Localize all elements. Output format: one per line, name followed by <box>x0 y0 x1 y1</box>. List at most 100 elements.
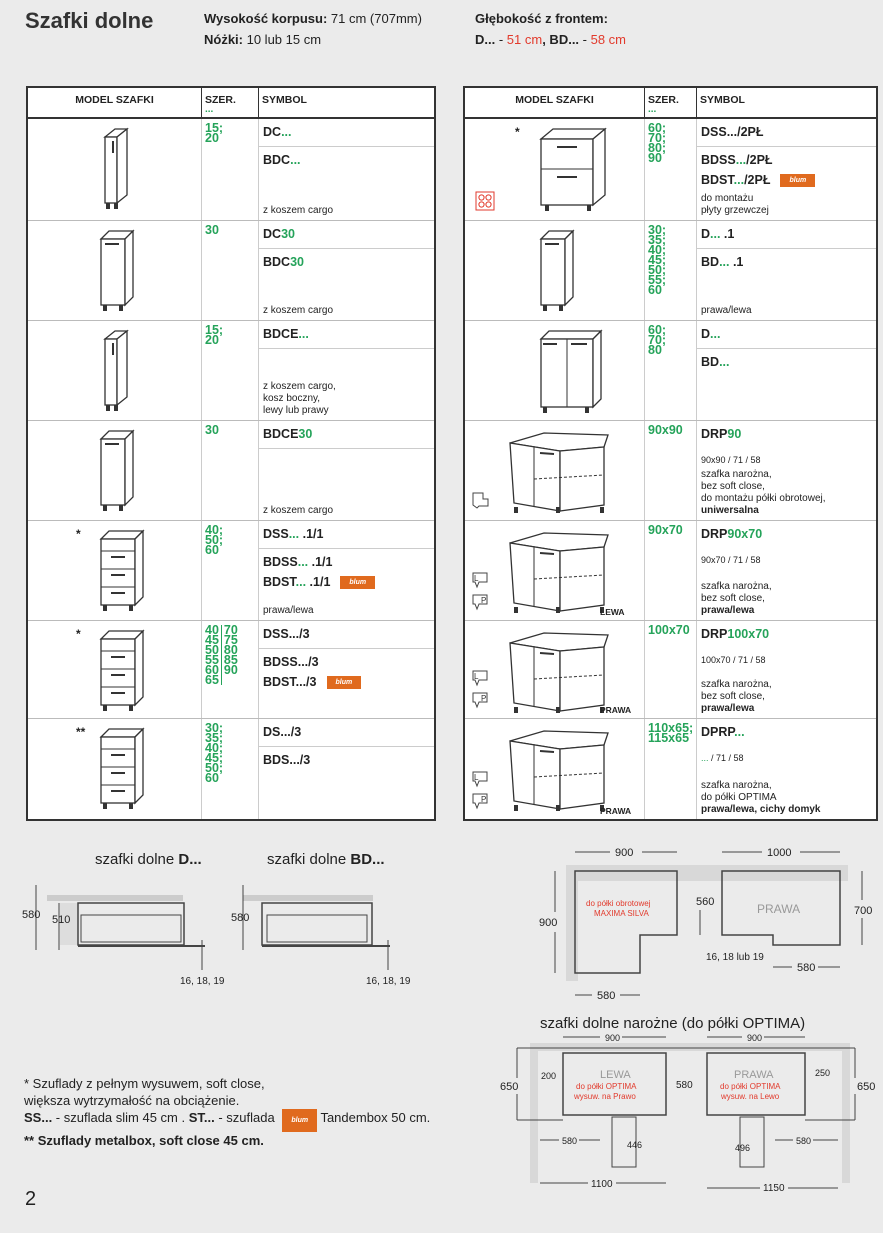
depth-d: D... <box>475 32 496 47</box>
cabinet-drawing-door <box>97 427 137 522</box>
orientation-label: LEWA <box>600 607 625 617</box>
symbol-part: BDSS.../3 <box>263 655 319 669</box>
footnote-line: SS... - szuflada slim 45 cm . ST... - sz… <box>24 1109 430 1132</box>
note-line: szafka narożna, <box>701 469 772 480</box>
depth-d-value: 51 cm <box>506 32 543 47</box>
cabinet-note: z koszem cargo,kosz boczny,lewy lub praw… <box>259 381 434 420</box>
legs-value: 10 lub 15 cm <box>243 32 322 47</box>
symbol-part: 90x70 <box>727 527 763 541</box>
dim-label: 900 <box>615 847 633 859</box>
depth-bd: , BD... <box>542 32 580 47</box>
width-value: 90x90 <box>648 423 683 437</box>
width-values: 90x70 <box>648 524 683 537</box>
column-divider <box>696 521 697 620</box>
cabinet-drawing-corner <box>504 427 614 522</box>
width-value: 15; <box>205 323 224 337</box>
dim-label: 580 <box>797 962 815 974</box>
symbol-part: ... <box>290 153 301 167</box>
width-value: 65 <box>205 673 219 687</box>
width-value: 45; <box>648 253 667 267</box>
svg-text:L: L <box>474 574 479 583</box>
symbol-primary: DSS... .1/1 <box>259 521 434 549</box>
symbol-part: ... <box>735 153 747 167</box>
width-value: 60 <box>648 283 662 297</box>
cabinet-note <box>259 715 434 718</box>
note-line: do montażu <box>701 193 754 204</box>
corner-shelf-icon <box>471 491 491 514</box>
symbol-code: BDST.../2PŁ <box>701 173 770 187</box>
symbol-part: BDSS <box>701 153 736 167</box>
symbol-primary: DRP100x70 <box>697 621 876 649</box>
note-line: bez soft close, <box>701 481 765 492</box>
width-values: 110x65;115x65 <box>648 722 693 745</box>
column-divider <box>258 321 259 420</box>
symbol-part: .1/1 <box>308 555 333 569</box>
cabinet-drawing-narrow <box>97 327 137 422</box>
symbol-primary: D... .1 <box>697 221 876 249</box>
d-title-text: szafki dolne <box>95 851 178 868</box>
note-line: bez soft close, <box>701 691 765 702</box>
column-divider <box>258 221 259 320</box>
right-corner-icon: P <box>471 593 491 616</box>
symbol-part: .1/1 <box>306 575 331 589</box>
column-divider <box>644 621 645 718</box>
bd-title-text: szafki dolne <box>267 851 350 868</box>
blum-badge: blum <box>326 675 362 689</box>
cabinet-note: szafka narożna,bez soft close,do montażu… <box>697 469 876 520</box>
symbol-part: BDST <box>263 575 296 589</box>
width-values: 30 <box>205 424 219 437</box>
bd-title-bold: BD... <box>350 851 384 868</box>
symbol-part: /2PŁ <box>744 173 771 187</box>
width-value: 45 <box>205 633 219 647</box>
cabinet-note <box>697 417 876 420</box>
width-values: 100x70 <box>648 623 690 637</box>
width-value: 85 <box>223 653 238 667</box>
cabinet-note: szafka narożna,bez soft close,prawa/lewa <box>697 679 876 718</box>
note-line: szafka narożna, <box>701 780 772 791</box>
symbol-code: BDSS.../2PŁ <box>701 153 773 167</box>
width-value: 100x70 <box>648 623 690 637</box>
column-divider <box>201 621 202 718</box>
symbol-part: ... <box>701 753 709 763</box>
column-header-width: SZER. <box>205 94 236 106</box>
ss-desc: - szuflada slim 45 cm . <box>52 1110 189 1125</box>
symbol-variant: BDST.../3 blum <box>259 669 434 689</box>
width-value: 60; <box>648 121 667 135</box>
note-line: prawa/lewa <box>701 305 752 316</box>
width-value: 55 <box>205 653 219 667</box>
symbol-variant: BDSS.../3 <box>259 649 434 669</box>
column-header-width: SZER. <box>648 94 679 106</box>
symbol-part: BDSS <box>263 555 298 569</box>
symbol-part: DRP <box>701 427 728 441</box>
cabinet-drawing-drawers3 <box>97 627 147 722</box>
footnote-line: * Szuflady z pełnym wysuwem, soft close, <box>24 1076 265 1091</box>
symbol-code: BDST.../3 <box>263 675 317 689</box>
symbol-part: .1/1 <box>299 527 324 541</box>
column-divider <box>201 119 202 220</box>
width-value: 50; <box>205 533 224 547</box>
symbol-part: ... <box>733 173 745 187</box>
column-divider <box>644 421 645 520</box>
symbol-part: 30 <box>290 255 304 269</box>
symbol-code: BDC... <box>263 153 301 167</box>
symbol-primary: DC... <box>259 119 434 147</box>
symbol-part: DRP <box>701 527 728 541</box>
drawer-star-marker: * <box>76 527 81 541</box>
depth-label: Głębokość z frontem: <box>475 11 608 26</box>
st-label: ST... <box>188 1110 215 1125</box>
symbol-code: BD... <box>701 355 729 369</box>
note-line: do montażu półki obrotowej, <box>701 493 826 504</box>
width-values: 60;70;80;90 <box>648 121 667 165</box>
